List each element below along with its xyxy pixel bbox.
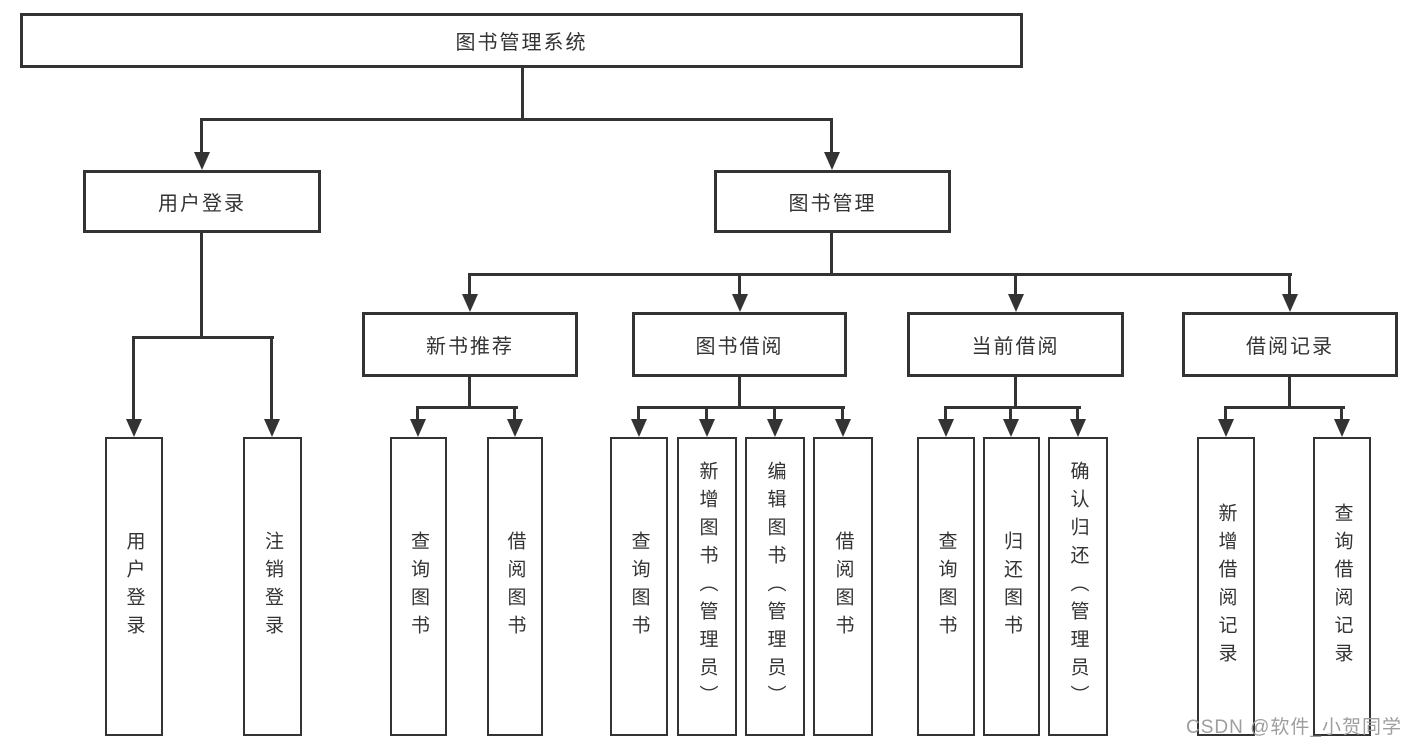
leaf-label: 新增借阅记录	[1215, 502, 1237, 671]
connector-root-drop	[521, 68, 524, 118]
node-user-login: 用户登录	[83, 170, 321, 233]
arrowhead-to-leaf-query-books-2	[631, 419, 647, 437]
node-borrowing-records: 借阅记录	[1182, 312, 1398, 377]
leaf-label: 新增图书（管理员）	[696, 460, 718, 713]
csdn-watermark: CSDN @软件_小贺同学	[1186, 717, 1402, 738]
connector-book-borrowing-drop	[738, 377, 741, 406]
leaf-label: 借阅图书	[832, 530, 854, 643]
leaf-logout: 注销登录	[243, 437, 302, 736]
node-current-borrowing: 当前借阅	[907, 312, 1124, 377]
connector-to-leaf-query-books-2	[637, 406, 640, 421]
arrowhead-to-book-borrowing	[732, 294, 748, 312]
node-new-book-recommendation: 新书推荐	[362, 312, 578, 377]
arrowhead-to-borrowing-records	[1282, 294, 1298, 312]
connector-current-borrowing-split	[944, 406, 1081, 409]
arrowhead-to-new-book-recommendation	[462, 294, 478, 312]
connector-to-leaf-add-record	[1224, 406, 1227, 421]
node-label: 图书借阅	[695, 336, 784, 358]
connector-to-leaf-query-record	[1340, 406, 1343, 421]
connector-to-leaf-borrow-books-2	[841, 406, 844, 421]
connector-borrowing-records-split	[1224, 406, 1345, 409]
arrowhead-to-leaf-query-record	[1334, 419, 1350, 437]
leaf-label: 注销登录	[262, 530, 283, 643]
connector-to-leaf-borrow-books-1	[513, 406, 516, 421]
node-label: 图书管理	[788, 193, 877, 215]
leaf-add-borrow-record: 新增借阅记录	[1197, 437, 1255, 736]
connector-new-book-split	[416, 406, 518, 409]
arrowhead-to-leaf-borrow-books-1	[507, 419, 523, 437]
leaf-query-books-3: 查询图书	[917, 437, 975, 736]
arrowhead-to-leaf-user-login	[126, 419, 142, 437]
arrowhead-to-leaf-return-books	[1003, 419, 1019, 437]
leaf-label: 归还图书	[1001, 530, 1022, 643]
leaf-label: 查询借阅记录	[1331, 502, 1353, 671]
connector-to-leaf-logout	[270, 336, 273, 421]
leaf-label: 借阅图书	[504, 530, 526, 643]
leaf-user-login: 用户登录	[105, 437, 163, 736]
connector-to-leaf-return-books	[1009, 406, 1012, 421]
node-book-borrowing: 图书借阅	[632, 312, 847, 377]
node-label: 图书管理系统	[455, 32, 588, 54]
leaf-label: 查询图书	[628, 530, 650, 643]
connector-current-borrowing-drop	[1014, 377, 1017, 406]
connector-book-management-split	[468, 273, 1292, 276]
leaf-add-book-admin: 新增图书（管理员）	[677, 437, 737, 736]
connector-to-leaf-confirm-return	[1076, 406, 1079, 421]
node-label: 当前借阅	[971, 336, 1060, 358]
arrowhead-to-leaf-add-book	[699, 419, 715, 437]
node-label: 借阅记录	[1246, 336, 1334, 358]
connector-book-management-drop	[830, 233, 833, 273]
arrowhead-to-leaf-logout	[264, 419, 280, 437]
connector-to-book-borrowing	[738, 273, 741, 296]
leaf-query-books-1: 查询图书	[390, 437, 447, 736]
arrowhead-to-leaf-borrow-books-2	[835, 419, 851, 437]
arrowhead-to-leaf-edit-book	[767, 419, 783, 437]
arrowhead-to-book-management	[824, 152, 840, 170]
connector-to-new-book-recommendation	[468, 273, 471, 296]
connector-to-borrowing-records	[1288, 273, 1291, 296]
connector-to-leaf-add-book	[705, 406, 708, 421]
connector-root-split	[200, 118, 833, 121]
leaf-borrow-books-2: 借阅图书	[813, 437, 873, 736]
connector-to-leaf-query-books-1	[416, 406, 419, 421]
connector-to-current-borrowing	[1014, 273, 1017, 296]
node-label: 用户登录	[158, 193, 246, 215]
leaf-label: 用户登录	[123, 530, 145, 643]
node-label: 新书推荐	[426, 336, 514, 358]
connector-to-leaf-query-books-3	[944, 406, 947, 421]
connector-to-leaf-edit-book	[773, 406, 776, 421]
connector-to-book-management	[830, 118, 833, 154]
leaf-label: 查询图书	[935, 530, 957, 643]
leaf-return-books: 归还图书	[983, 437, 1040, 736]
connector-user-login-drop	[200, 233, 203, 336]
leaf-confirm-return-admin: 确认归还（管理员）	[1048, 437, 1108, 736]
arrowhead-to-leaf-confirm-return	[1070, 419, 1086, 437]
arrowhead-to-leaf-add-record	[1218, 419, 1234, 437]
leaf-label: 确认归还（管理员）	[1067, 460, 1089, 713]
node-library-management-system: 图书管理系统	[20, 13, 1023, 68]
connector-user-login-split	[132, 336, 274, 339]
arrowhead-to-leaf-query-books-1	[410, 419, 426, 437]
leaf-edit-book-admin: 编辑图书（管理员）	[745, 437, 805, 736]
arrowhead-to-current-borrowing	[1008, 294, 1024, 312]
leaf-label: 查询图书	[408, 530, 429, 643]
connector-to-user-login	[200, 118, 203, 154]
leaf-borrow-books-1: 借阅图书	[487, 437, 543, 736]
leaf-query-borrow-record: 查询借阅记录	[1313, 437, 1371, 736]
connector-new-book-drop	[468, 377, 471, 406]
connector-book-borrowing-split	[637, 406, 845, 409]
node-book-management: 图书管理	[714, 170, 951, 233]
arrowhead-to-user-login	[194, 152, 210, 170]
connector-to-leaf-user-login	[132, 336, 135, 421]
leaf-query-books-2: 查询图书	[610, 437, 668, 736]
leaf-label: 编辑图书（管理员）	[764, 460, 786, 713]
arrowhead-to-leaf-query-books-3	[938, 419, 954, 437]
connector-borrowing-records-drop	[1288, 377, 1291, 406]
